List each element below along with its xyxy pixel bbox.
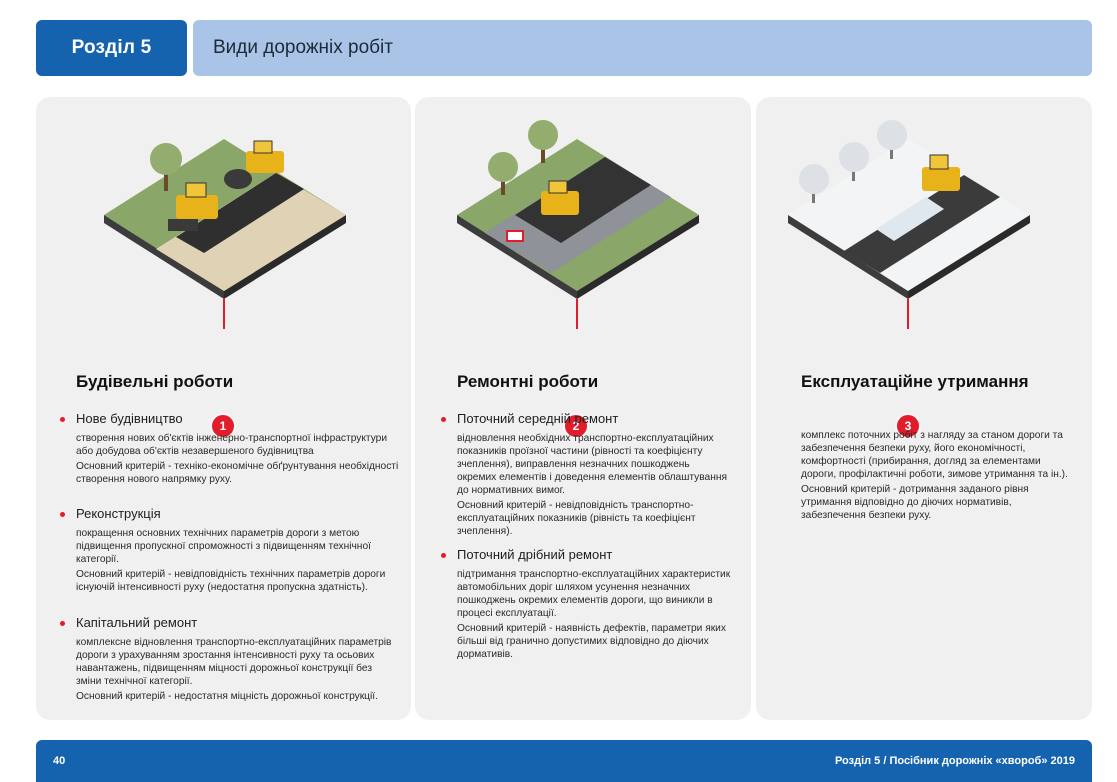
item-criterion: Основний критерій - недостатня міцність … xyxy=(76,691,378,702)
item-heading: Нове будівництво xyxy=(60,411,400,426)
item-reconstruction: Реконструкція покращення основних техніч… xyxy=(60,506,400,596)
item-heading: Реконструкція xyxy=(60,506,400,521)
step-marker-1: 1 xyxy=(210,413,236,439)
item-capital-repair: Капітальний ремонт комплексне відновленн… xyxy=(60,615,400,705)
item-heading: Капітальний ремонт xyxy=(60,615,400,630)
item-heading: Поточний дрібний ремонт xyxy=(441,547,731,562)
page-number: 40 xyxy=(53,755,66,767)
item-heading: Поточний середній ремонт xyxy=(441,411,731,426)
card-title-construction: Будівельні роботи xyxy=(76,372,234,391)
item-new-construction: Нове будівництво створення нових об'єкті… xyxy=(60,411,400,488)
item-criterion: Основний критерій - невідповідність техн… xyxy=(76,569,386,593)
footer-text: Розділ 5 / Посібник дорожніх «хвороб» 20… xyxy=(834,755,1075,767)
item-description: комплексне відновлення транспортно-експл… xyxy=(76,637,392,687)
item-criterion: Основний критерій - невідповідність тран… xyxy=(457,500,696,537)
section-title: Види дорожніх робіт xyxy=(193,20,1092,76)
section-badge: Розділ 5 xyxy=(36,20,187,76)
card-construction: 1 Будівельні роботи Нове будівництво ств… xyxy=(36,97,411,720)
item-description: підтримання транспортно-експлуатаційних … xyxy=(457,569,731,619)
item-current-minor-repair: Поточний дрібний ремонт підтримання тран… xyxy=(441,547,731,663)
card-title-maintenance: Експлуатаційне утримання xyxy=(801,372,1029,391)
card-title-repair: Ремонтні роботи xyxy=(457,372,599,391)
card-maintenance: 3 Експлуатаційне утримання комплекс пото… xyxy=(756,97,1092,720)
item-description: відновлення необхідних транспортно-експл… xyxy=(457,433,727,496)
page-title: Види дорожніх робіт xyxy=(213,37,393,58)
repair-illustration xyxy=(457,120,699,329)
item-description: покращення основних технічних параметрів… xyxy=(76,528,371,565)
item-description: комплекс поточних робіт з нагляду за ста… xyxy=(801,430,1068,480)
item-criterion: Основний критерій - наявність дефектів, … xyxy=(457,623,726,660)
step-marker-3: 3 xyxy=(895,413,921,439)
item-current-medium-repair: Поточний середній ремонт відновлення нео… xyxy=(441,411,731,540)
footer-bar: 40 Розділ 5 / Посібник дорожніх «хвороб»… xyxy=(36,740,1092,782)
item-description: створення нових об'єктів інженерно-транс… xyxy=(76,433,388,457)
item-criterion: Основний критерій - дотримання заданого … xyxy=(801,484,1029,521)
construction-illustration xyxy=(104,139,346,329)
card-repair: 2 Ремонтні роботи Поточний середній ремо… xyxy=(415,97,751,720)
item-criterion: Основний критерій - техніко-економічне о… xyxy=(76,461,399,485)
step-marker-2: 2 xyxy=(563,413,589,439)
item-maintenance-description: комплекс поточних робіт з нагляду за ста… xyxy=(785,429,1070,524)
maintenance-illustration xyxy=(788,120,1030,329)
